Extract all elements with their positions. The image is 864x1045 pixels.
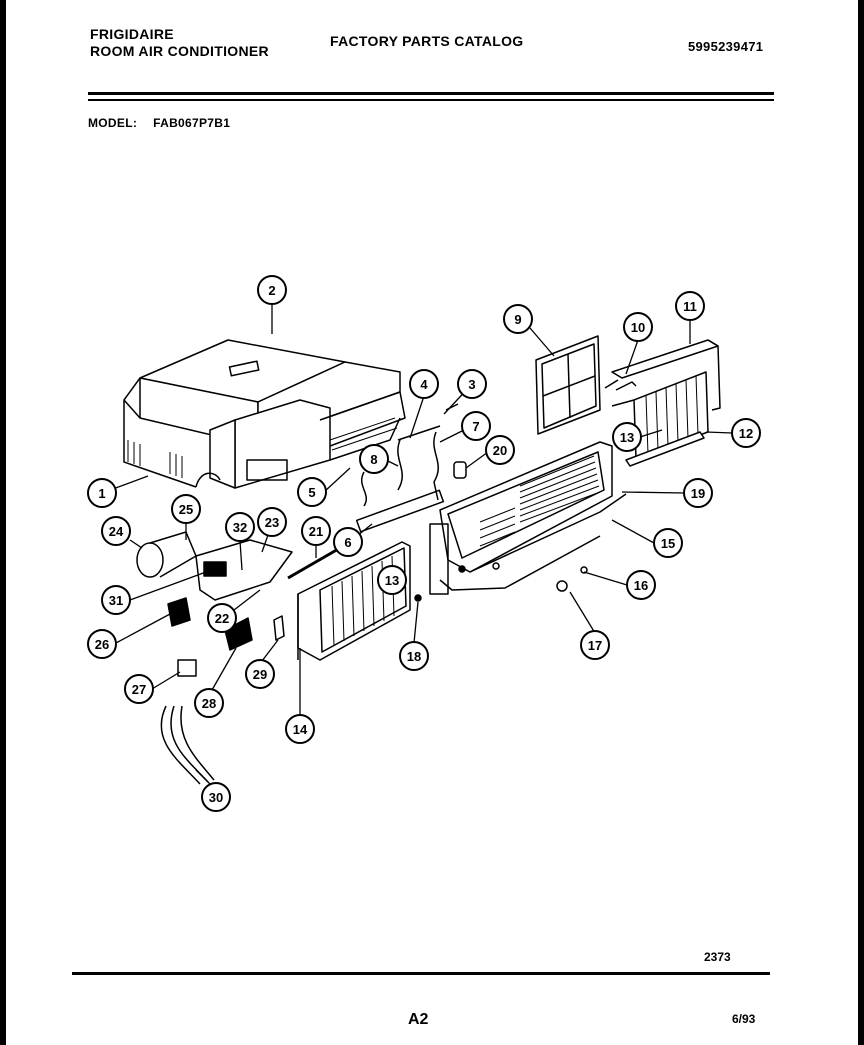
callout-number: 20	[493, 443, 507, 458]
callout-23: 23	[257, 507, 287, 537]
cabinet-drawing	[123, 339, 406, 489]
model-label: MODEL:	[88, 116, 138, 130]
callout-number: 4	[420, 377, 428, 392]
callout-number: 19	[691, 486, 705, 501]
callout-number: 17	[588, 638, 602, 653]
callout-7: 7	[461, 411, 491, 441]
callouts: 1 2 3 4 5 6 7 8 9 10 11 12 13 13 14 15 1…	[87, 275, 761, 812]
callout-number: 26	[95, 637, 109, 652]
callout-30: 30	[201, 782, 231, 812]
callout-number: 16	[634, 578, 648, 593]
product-name: ROOM AIR CONDITIONER	[90, 43, 269, 59]
model-value: FAB067P7B1	[153, 116, 231, 130]
front-panel-drawing	[429, 441, 627, 595]
leader-lines	[101, 304, 733, 787]
callout-number: 15	[661, 536, 675, 551]
filter-drawing	[535, 335, 601, 435]
callout-22: 22	[207, 603, 237, 633]
callout-number: 9	[514, 312, 521, 327]
callout-18: 18	[399, 641, 429, 671]
callout-number: 32	[233, 520, 247, 535]
callout-32: 32	[225, 512, 255, 542]
callout-number: 11	[683, 299, 697, 314]
callout-number: 1	[98, 486, 105, 501]
callout-27: 27	[124, 674, 154, 704]
callout-2: 2	[257, 275, 287, 305]
footer-rule	[72, 972, 770, 975]
callout-number: 31	[109, 593, 123, 608]
callout-number: 21	[309, 524, 323, 539]
callout-8: 8	[359, 444, 389, 474]
callout-number: 18	[407, 649, 421, 664]
callout-5: 5	[297, 477, 327, 507]
callout-number: 13	[385, 573, 399, 588]
callout-19: 19	[683, 478, 713, 508]
callout-number: 10	[631, 320, 645, 335]
callout-24: 24	[101, 516, 131, 546]
callout-10: 10	[623, 312, 653, 342]
drawing-number: 2373	[704, 950, 731, 964]
brand-block: FRIGIDAIRE ROOM AIR CONDITIONER	[90, 26, 269, 60]
callout-number: 13	[620, 430, 634, 445]
catalog-date: 6/93	[732, 1012, 756, 1026]
scan-border-right	[858, 0, 864, 1045]
header-rule-thick	[88, 92, 774, 95]
header-rule-thin	[88, 99, 774, 101]
callout-17: 17	[580, 630, 610, 660]
callout-14: 14	[285, 714, 315, 744]
callout-number: 27	[132, 682, 146, 697]
callout-number: 23	[265, 515, 279, 530]
callout-13-lower: 13	[377, 565, 407, 595]
page-number: A2	[408, 1011, 429, 1028]
callout-16: 16	[626, 570, 656, 600]
callout-number: 2	[268, 283, 275, 298]
scan-border-left	[0, 0, 6, 1045]
callout-number: 14	[293, 722, 308, 737]
callout-4: 4	[409, 369, 439, 399]
callout-21: 21	[301, 516, 331, 546]
callout-3: 3	[457, 369, 487, 399]
callout-number: 12	[739, 426, 753, 441]
callout-number: 30	[209, 790, 223, 805]
callout-28: 28	[194, 688, 224, 718]
callout-6: 6	[333, 527, 363, 557]
brand-name: FRIGIDAIRE	[90, 26, 174, 42]
callout-number: 3	[468, 377, 475, 392]
catalog-title: FACTORY PARTS CATALOG	[330, 33, 524, 49]
callout-1: 1	[87, 478, 117, 508]
callout-number: 22	[215, 611, 229, 626]
catalog-number: 5995239471	[688, 39, 764, 54]
callout-number: 5	[308, 485, 315, 500]
callout-number: 7	[472, 419, 479, 434]
callout-9: 9	[503, 304, 533, 334]
callout-31: 31	[101, 585, 131, 615]
callout-number: 6	[344, 535, 351, 550]
rear-panel-drawing	[297, 541, 411, 661]
callout-number: 8	[370, 452, 377, 467]
callout-25: 25	[171, 494, 201, 524]
callout-15: 15	[653, 528, 683, 558]
callout-number: 25	[179, 502, 193, 517]
motor-drawing	[136, 531, 341, 785]
brackets-drawing	[355, 425, 445, 533]
small-parts-drawing	[414, 381, 637, 602]
callout-13-upper: 13	[612, 422, 642, 452]
model-line: MODEL: FAB067P7B1	[88, 115, 230, 132]
callout-11: 11	[675, 291, 705, 321]
callout-20: 20	[485, 435, 515, 465]
callout-29: 29	[245, 659, 275, 689]
callout-number: 28	[202, 696, 216, 711]
callout-26: 26	[87, 629, 117, 659]
callout-number: 29	[253, 667, 267, 682]
callout-12: 12	[731, 418, 761, 448]
callout-number: 24	[109, 524, 124, 539]
